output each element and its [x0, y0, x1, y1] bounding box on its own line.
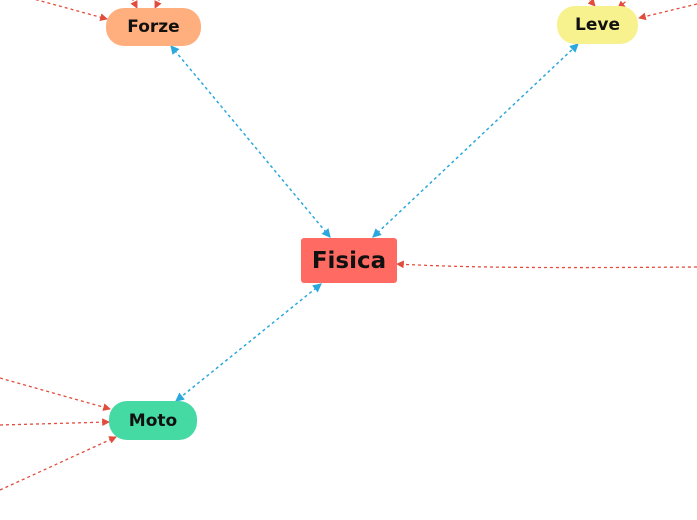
topic-label: Moto [128, 410, 178, 431]
link-fisica-moto [175, 283, 322, 402]
topic-label: Leve [575, 15, 620, 35]
link-offscreen-moto-3 [0, 436, 117, 491]
link-offscreen-forze-2 [130, 0, 138, 9]
link-offscreen-forze-3 [154, 0, 162, 9]
link-fisica-forze [170, 45, 331, 238]
link-offscreen-forze-1 [34, 0, 108, 21]
link-offscreen-moto-2 [0, 418, 110, 427]
topic-forze[interactable]: Forze [106, 8, 201, 46]
link-offscreen-moto-1 [0, 377, 111, 411]
topic-moto[interactable]: Moto [109, 401, 197, 440]
central-topic-fisica[interactable]: Fisica [301, 238, 397, 283]
link-offscreen-leve-3 [638, 3, 697, 21]
link-offscreen-leve-1 [587, 0, 596, 7]
central-topic-label: Fisica [311, 247, 387, 274]
link-fisica-leve [372, 43, 579, 238]
topic-leve[interactable]: Leve [557, 6, 638, 44]
link-offscreen-fisica [396, 260, 697, 269]
topic-label: Forze [127, 17, 180, 37]
